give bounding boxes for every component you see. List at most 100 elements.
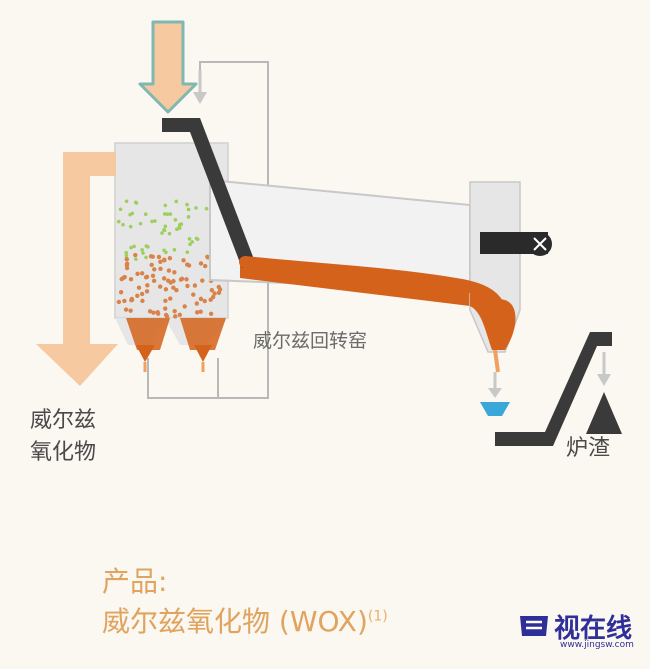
- particle: [144, 274, 150, 280]
- particle: [200, 278, 205, 283]
- particle: [141, 251, 145, 255]
- particle: [209, 288, 215, 293]
- particle: [124, 250, 129, 255]
- particle: [181, 258, 186, 263]
- particle: [171, 285, 176, 290]
- product-footnote: (1): [367, 608, 388, 625]
- particle: [163, 298, 168, 304]
- particle: [175, 227, 179, 232]
- particle: [144, 244, 149, 248]
- particle: [186, 215, 191, 219]
- particle: [185, 250, 190, 254]
- particle: [179, 276, 185, 282]
- particle: [160, 231, 164, 235]
- particle: [152, 267, 157, 272]
- particle: [194, 206, 198, 210]
- particle: [140, 298, 145, 304]
- particle: [186, 207, 191, 212]
- return-arrow: [193, 70, 207, 104]
- particle: [202, 263, 208, 269]
- particle: [177, 312, 182, 318]
- particle: [118, 207, 123, 212]
- product-title: 产品:: [102, 565, 168, 598]
- particle: [167, 231, 172, 236]
- water-quench: [480, 372, 510, 416]
- particle: [139, 291, 145, 297]
- particle: [124, 257, 129, 262]
- particle: [194, 310, 200, 315]
- particle: [174, 287, 179, 293]
- particle: [162, 258, 167, 263]
- particle: [165, 212, 170, 216]
- particle: [147, 309, 153, 314]
- kiln-label: 威尔兹回转窑: [253, 330, 368, 352]
- particle: [192, 283, 198, 288]
- feed-arrow: [138, 20, 198, 114]
- particle: [128, 308, 133, 313]
- particle: [123, 307, 129, 312]
- particle: [155, 309, 160, 315]
- particle: [168, 280, 173, 285]
- particle: [133, 252, 138, 258]
- particle: [116, 299, 122, 305]
- particle: [150, 273, 156, 279]
- particle: [162, 212, 167, 216]
- particle: [129, 296, 135, 302]
- particle: [172, 308, 177, 314]
- particle: [172, 248, 177, 252]
- particle: [191, 292, 196, 297]
- particle: [198, 309, 203, 314]
- particle: [186, 263, 192, 268]
- particle: [198, 261, 204, 266]
- particle: [132, 244, 136, 249]
- wox-label-line1: 威尔兹: [30, 408, 97, 433]
- particle: [150, 219, 154, 224]
- particle: [153, 219, 157, 223]
- particle: [128, 276, 134, 282]
- particle: [185, 283, 190, 289]
- particle: [161, 276, 167, 281]
- particle: [144, 289, 150, 294]
- particle: [163, 203, 168, 208]
- particle: [158, 284, 163, 289]
- burner: [480, 232, 552, 256]
- particle: [190, 240, 195, 244]
- particle: [133, 200, 138, 205]
- particle: [135, 293, 140, 298]
- feed-conveyor: [162, 118, 255, 268]
- particle: [208, 311, 214, 316]
- particle: [185, 202, 189, 207]
- particle: [163, 306, 168, 311]
- watermark-text: 视在线: [554, 613, 633, 644]
- particle: [187, 237, 192, 241]
- particle: [198, 296, 204, 302]
- product-name-text: 威尔兹氧化物 (WOX): [102, 605, 368, 638]
- particle: [135, 271, 140, 277]
- particle: [145, 283, 150, 288]
- particle: [139, 271, 145, 276]
- particle: [188, 242, 192, 247]
- particle: [173, 314, 178, 319]
- particle: [212, 291, 217, 296]
- particle: [150, 254, 155, 259]
- particle: [149, 262, 154, 268]
- particle: [194, 236, 199, 241]
- melt-stream: [239, 256, 508, 346]
- particle: [172, 270, 177, 275]
- particle: [140, 248, 144, 252]
- particle: [162, 227, 166, 232]
- product-name: 威尔兹氧化物 (WOX)(1): [102, 600, 388, 640]
- particle: [182, 304, 187, 309]
- watermark-url: www.jingsw.com: [560, 640, 634, 650]
- watermark: 视在线 www.jingsw.com: [516, 606, 634, 650]
- particle: [177, 226, 182, 230]
- particle: [143, 212, 148, 217]
- particle: [216, 284, 221, 290]
- particle: [119, 276, 124, 282]
- particle: [168, 296, 173, 301]
- particle: [156, 254, 162, 260]
- particle: [158, 259, 163, 264]
- particle: [205, 254, 210, 259]
- particle: [216, 290, 222, 295]
- particle: [204, 206, 209, 211]
